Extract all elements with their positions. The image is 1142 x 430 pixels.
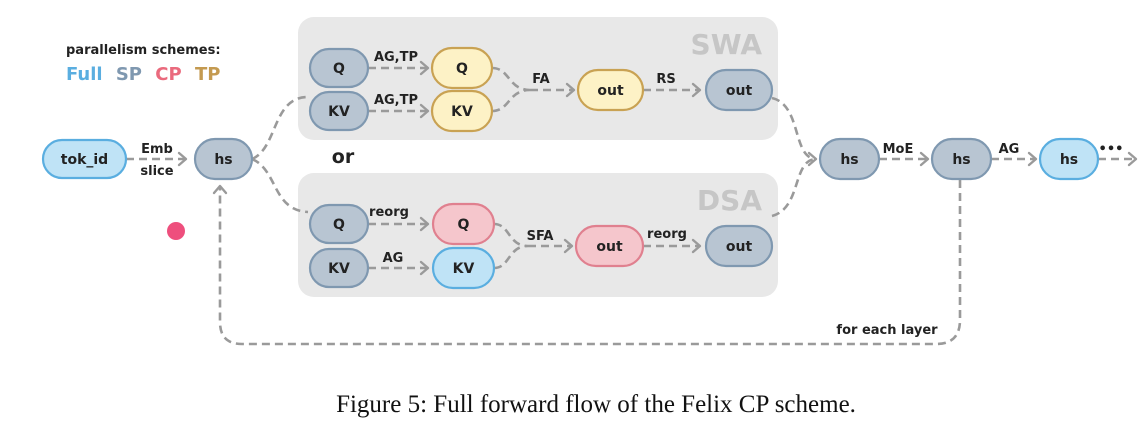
node-hs-input: hs: [193, 137, 254, 181]
node-swa-kv: KV: [308, 90, 370, 132]
label-reorg-q: reorg: [369, 205, 409, 220]
node-swa-q: Q: [308, 47, 370, 89]
node-swa-kv-tp: KV: [430, 89, 494, 133]
label-ag-final: AG: [999, 142, 1020, 157]
arrowhead: [177, 151, 188, 167]
node-dsa-out-cp-label: out: [596, 239, 623, 255]
arrowhead: [419, 260, 430, 276]
node-dsa-q: Q: [308, 203, 370, 245]
edge-swa-fa: [491, 66, 574, 113]
legend-title: parallelism schemes:: [66, 43, 221, 58]
label-ag-kv: AG: [383, 251, 404, 266]
label-ag-tp-kv: AG,TP: [374, 93, 418, 108]
node-dsa-out-cp: out: [574, 224, 645, 268]
legend-cp: CP: [155, 64, 181, 85]
node-dsa-out-sp: out: [704, 224, 774, 268]
node-swa-kv-tp-label: KV: [451, 104, 473, 120]
arrowhead: [691, 82, 702, 98]
ellipsis: •••: [1099, 142, 1124, 157]
edge-loop: [218, 180, 962, 346]
arrowhead: [563, 238, 574, 254]
label-sfa: SFA: [527, 229, 554, 244]
node-swa-q-tp-label: Q: [456, 61, 468, 77]
edge-hs-dsa: [251, 157, 309, 214]
label-slice: slice: [140, 164, 173, 179]
label-ag-tp-q: AG,TP: [374, 50, 418, 65]
node-swa-q-tp: Q: [430, 46, 494, 90]
node-hs-final: hs: [1038, 137, 1100, 181]
node-swa-out-sp-label: out: [726, 83, 753, 99]
figure-caption: Figure 5: Full forward flow of the Felix…: [336, 391, 856, 418]
node-dsa-kv-full-label: KV: [453, 261, 475, 277]
edges: [126, 60, 1138, 346]
dsa-panel: [298, 173, 778, 297]
marker-dot: [167, 222, 185, 240]
label-loop: for each layer: [836, 323, 938, 338]
node-swa-out-sp: out: [704, 68, 774, 112]
label-reorg-out: reorg: [647, 227, 687, 242]
arrowhead: [1127, 151, 1138, 167]
legend-sp: SP: [116, 64, 142, 85]
arrowhead: [565, 82, 576, 98]
node-dsa-kv-label: KV: [328, 261, 350, 277]
arrowhead: [419, 216, 430, 232]
dsa-title: DSA: [697, 184, 762, 217]
node-hs-final-label: hs: [1060, 152, 1078, 168]
node-swa-kv-label: KV: [328, 104, 350, 120]
label-rs: RS: [656, 72, 675, 87]
node-swa-out-tp: out: [576, 68, 645, 112]
legend-full: Full: [66, 64, 103, 85]
node-swa-q-label: Q: [333, 61, 345, 77]
node-dsa-out-sp-label: out: [726, 239, 753, 255]
label-emb: Emb: [141, 142, 173, 157]
or-label: or: [332, 146, 355, 168]
node-hs-attn-out-label: hs: [840, 152, 858, 168]
legend-tp: TP: [195, 64, 220, 85]
edge-dsa-out: [771, 157, 817, 218]
legend-items: Full SP CP TP: [66, 64, 220, 85]
node-hs-moe-out: hs: [930, 137, 993, 181]
swa-panel: [298, 17, 778, 140]
swa-title: SWA: [691, 28, 763, 61]
node-swa-out-tp-label: out: [597, 83, 624, 99]
label-fa: FA: [532, 72, 549, 87]
arrowhead: [807, 151, 818, 167]
node-hs-moe-out-label: hs: [952, 152, 970, 168]
arrowhead: [212, 184, 228, 195]
arrowhead: [419, 60, 430, 76]
edge-hs-swa: [251, 95, 309, 161]
arrowhead: [1027, 151, 1038, 167]
node-hs-attn-out: hs: [818, 137, 881, 181]
arrowhead: [419, 103, 430, 119]
node-dsa-q-label: Q: [333, 217, 345, 233]
arrowhead: [691, 238, 702, 254]
node-tok-id-label: tok_id: [61, 152, 108, 168]
edge-swa-out: [771, 96, 817, 161]
edge-dsa-sfa: [493, 222, 572, 270]
arrowhead: [919, 151, 930, 167]
label-moe: MoE: [883, 142, 914, 157]
node-dsa-kv-full: KV: [431, 246, 496, 290]
node-tok-id: tok_id: [41, 138, 128, 180]
node-hs-input-label: hs: [214, 152, 232, 168]
node-dsa-q-cp-label: Q: [458, 217, 470, 233]
node-dsa-kv: KV: [308, 247, 370, 289]
node-dsa-q-cp: Q: [431, 202, 496, 246]
